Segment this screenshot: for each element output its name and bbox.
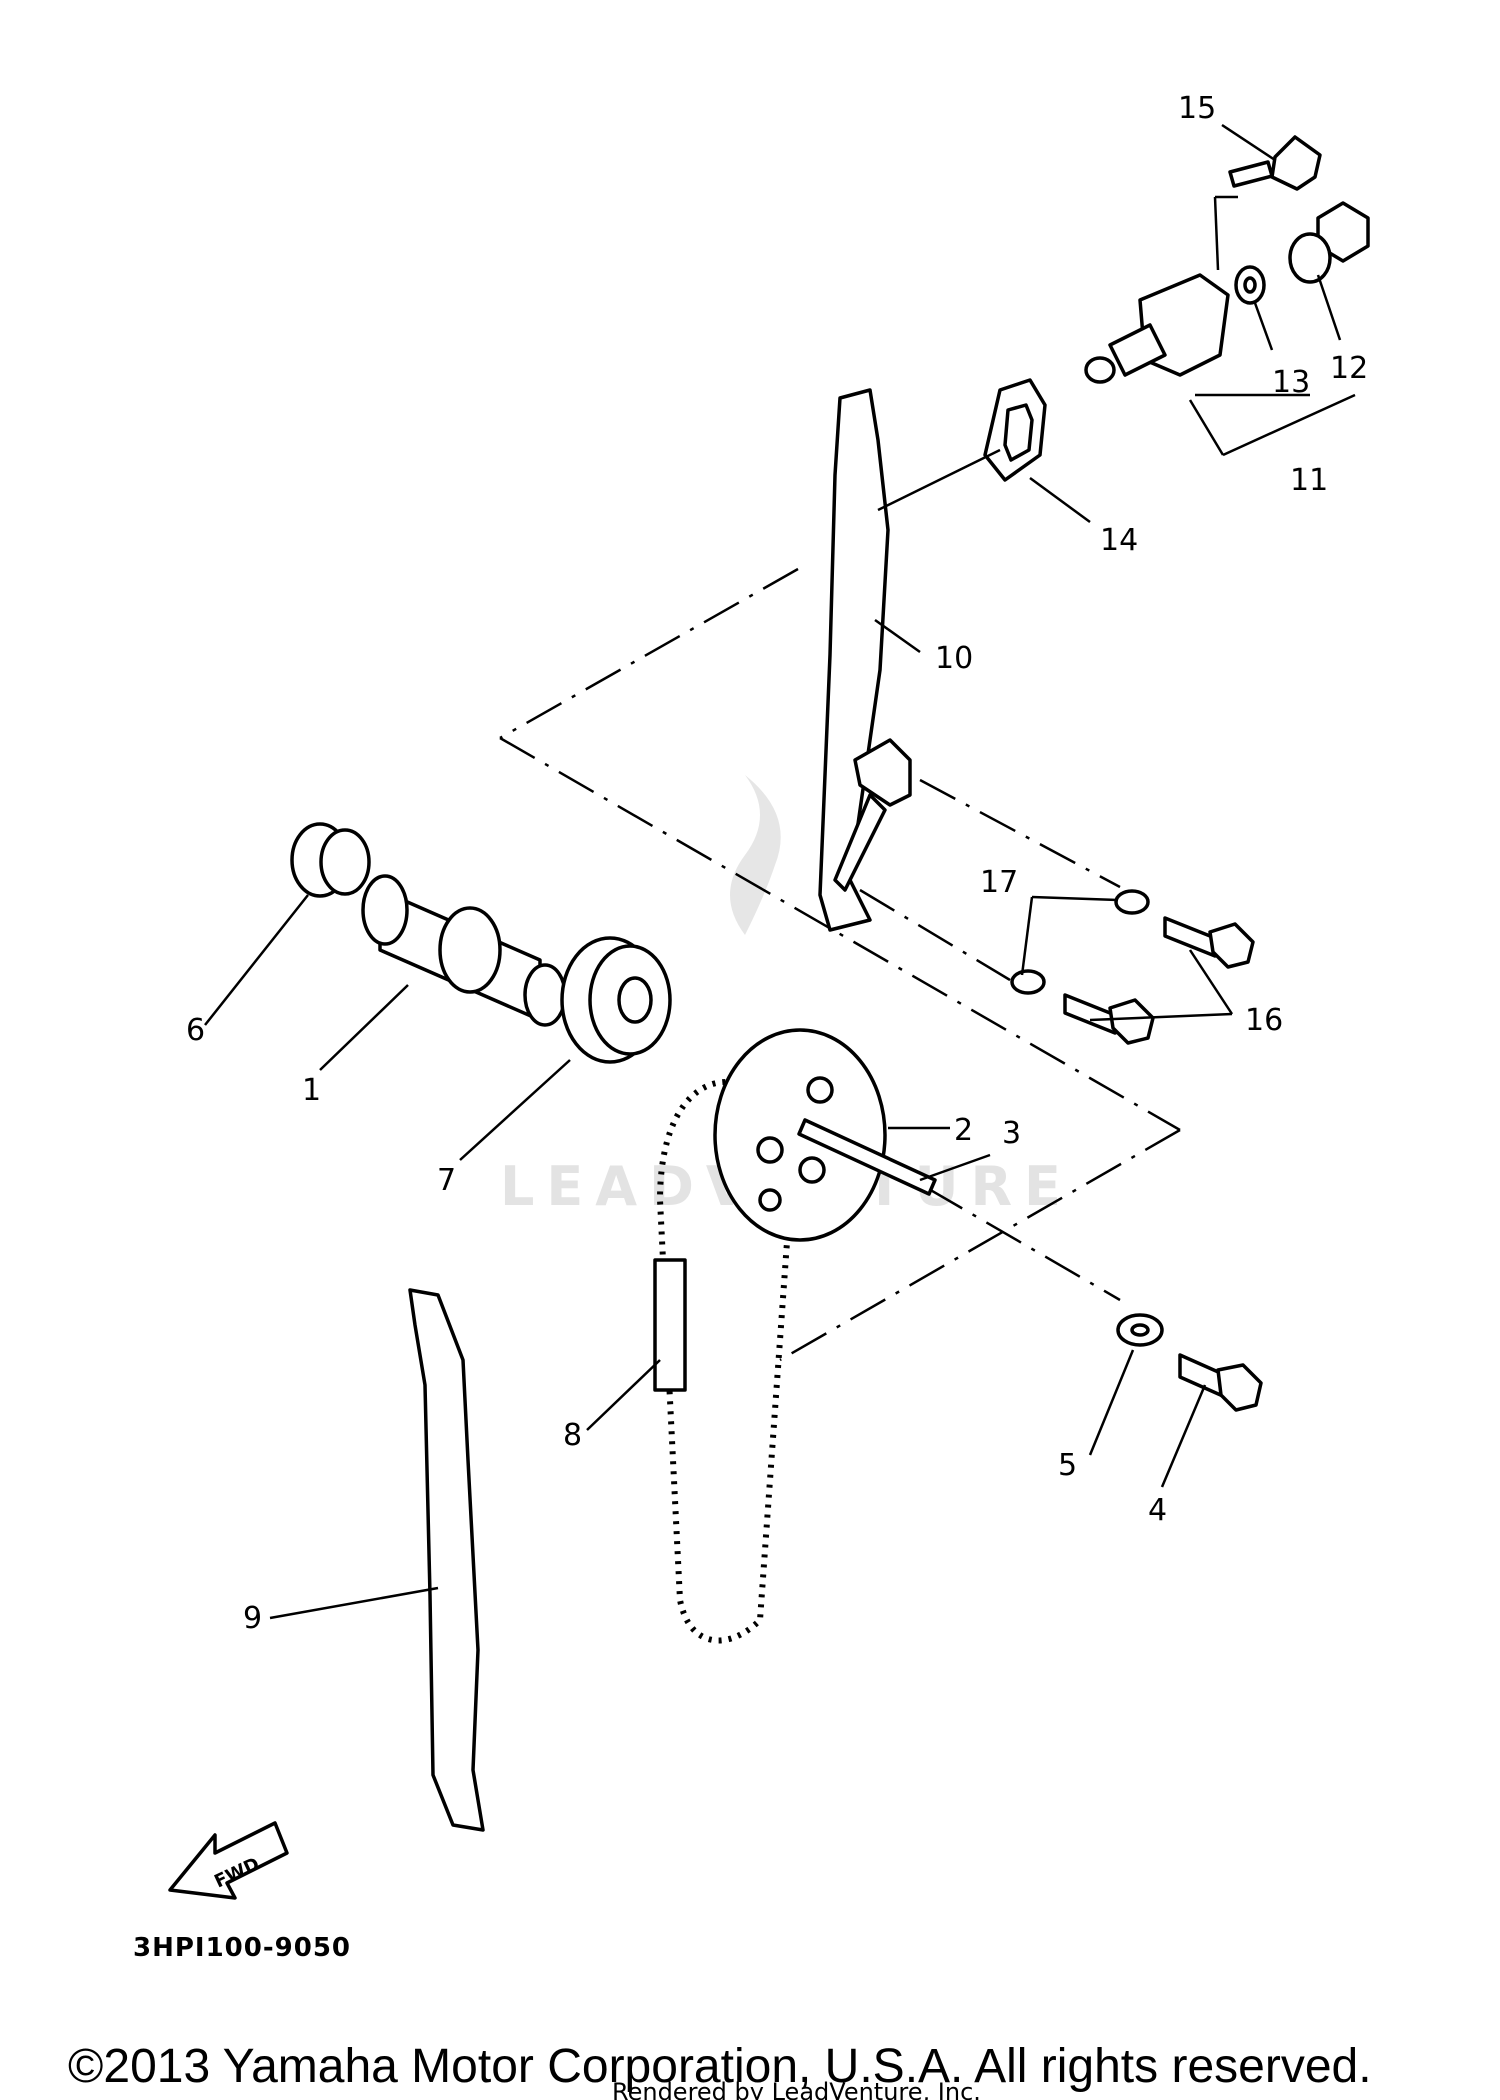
callout-numbers: 15 12 13 11 14 10 17 16 6 1 2 3 7 8 5 4 …	[186, 91, 1368, 1636]
callout-14: 14	[1100, 523, 1138, 558]
part-14-gasket	[983, 378, 1047, 482]
part-4-bolt	[1178, 1353, 1263, 1412]
part-10-guide	[818, 388, 912, 932]
callout-8: 8	[563, 1418, 582, 1453]
fwd-arrow-icon: FWD	[168, 1821, 289, 1900]
copyright-notice: ©2013 Yamaha Motor Corporation, U.S.A. A…	[68, 2040, 1372, 2093]
callout-1: 1	[302, 1073, 321, 1108]
callout-9: 9	[243, 1601, 262, 1636]
part-7-bearing	[560, 936, 672, 1064]
part-8-cam-chain	[653, 1078, 793, 1644]
callout-2: 2	[954, 1113, 973, 1148]
part-12-cap-bolt	[1288, 201, 1370, 284]
part-5-washer	[1116, 1313, 1164, 1347]
callout-12: 12	[1330, 351, 1368, 386]
part-17-washers	[1010, 889, 1150, 995]
callout-11: 11	[1290, 463, 1328, 498]
part-6-bearing	[290, 822, 371, 898]
callout-6: 6	[186, 1013, 205, 1048]
part-3-dowel-pin	[797, 1118, 937, 1196]
callout-7: 7	[437, 1163, 456, 1198]
part-1-camshaft	[361, 874, 567, 1027]
rendered-by-notice: Rendered by LeadVenture, Inc.	[612, 2078, 981, 2100]
callout-3: 3	[1002, 1116, 1021, 1151]
diagram-code: 3HPI100-9050	[133, 1933, 351, 1963]
leader-lines	[204, 123, 1356, 1620]
callout-5: 5	[1058, 1448, 1077, 1483]
callout-17: 17	[980, 865, 1018, 900]
callout-4: 4	[1148, 1493, 1167, 1528]
callout-15: 15	[1178, 91, 1216, 126]
part-11-tensioner	[1084, 273, 1230, 384]
part-16-bolts	[1063, 916, 1255, 1045]
part-15-bolt	[1228, 135, 1322, 191]
assembly-lines	[499, 567, 1181, 1362]
part-13-washer	[1234, 265, 1266, 305]
callout-13: 13	[1272, 365, 1310, 400]
part-9-chain-guide	[408, 1288, 485, 1832]
callout-10: 10	[935, 641, 973, 676]
callout-16: 16	[1245, 1003, 1283, 1038]
